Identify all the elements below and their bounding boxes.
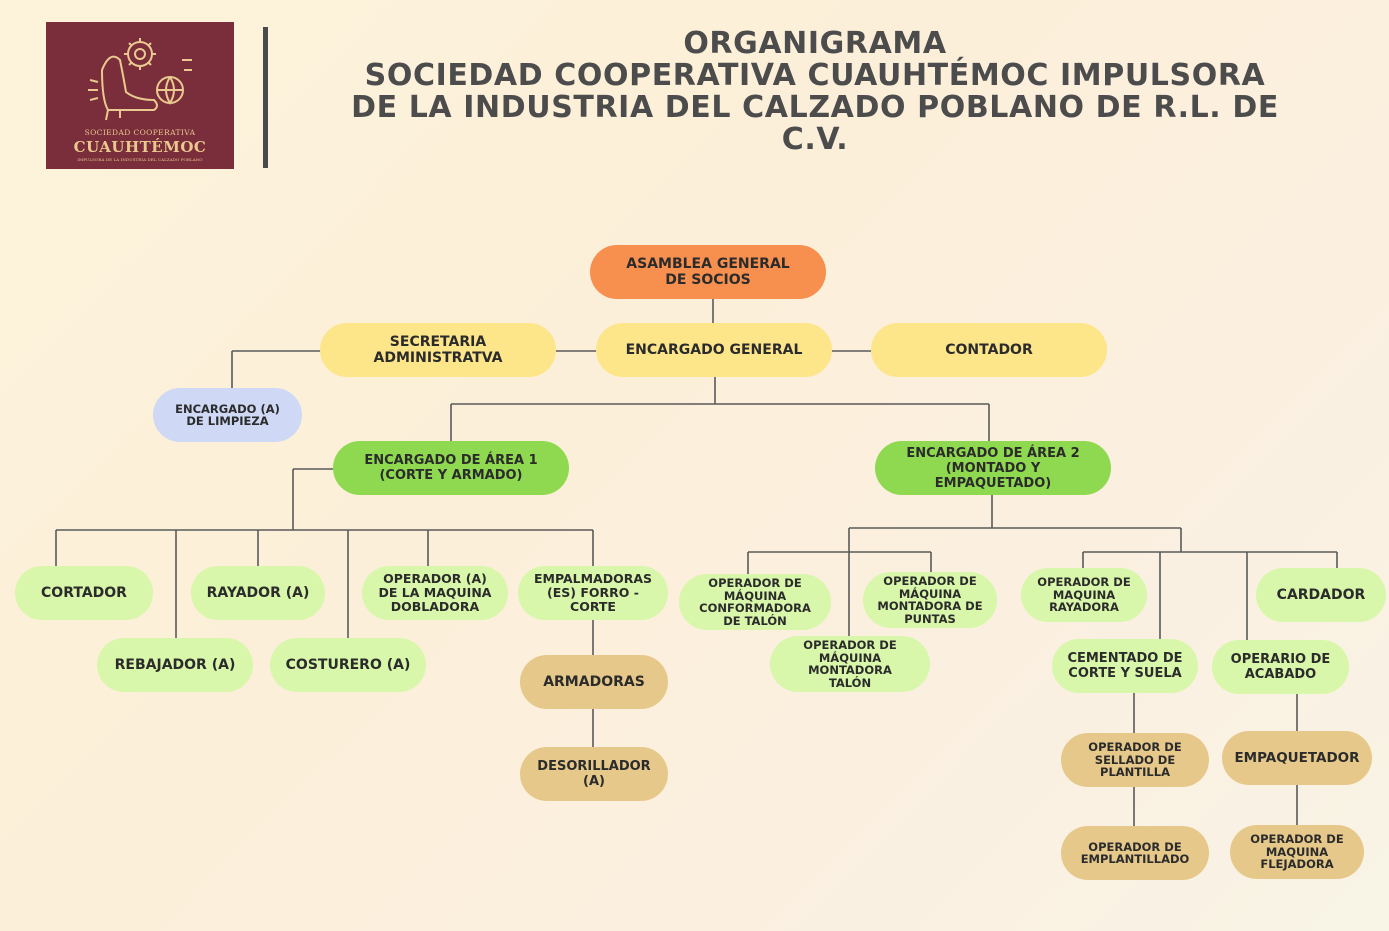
node-asamblea: ASAMBLEA GENERAL DE SOCIOS bbox=[590, 245, 826, 299]
node-limpieza: ENCARGADO (A) DE LIMPIEZA bbox=[153, 388, 302, 442]
title-line2: SOCIEDAD COOPERATIVA CUAUHTÉMOC IMPULSOR… bbox=[364, 58, 1266, 93]
node-empalmadoras: EMPALMADORAS (ES) FORRO - CORTE bbox=[518, 566, 668, 620]
node-desorillador: DESORILLADOR (A) bbox=[520, 747, 668, 801]
node-rayadora: OPERADOR DE MAQUINA RAYADORA bbox=[1021, 568, 1147, 622]
node-conformadora: OPERADOR DE MÁQUINA CONFORMADORA DE TALÓ… bbox=[679, 574, 831, 630]
node-empaquetador: EMPAQUETADOR bbox=[1222, 731, 1372, 785]
node-rebajador: REBAJADOR (A) bbox=[97, 638, 253, 692]
node-armadoras: ARMADORAS bbox=[520, 655, 668, 709]
node-sellado: OPERADOR DE SELLADO DE PLANTILLA bbox=[1061, 733, 1209, 787]
page-title: ORGANIGRAMA SOCIEDAD COOPERATIVA CUAUHTÉ… bbox=[295, 28, 1335, 156]
node-operador-dobladora: OPERADOR (A) DE LA MAQUINA DOBLADORA bbox=[362, 566, 508, 620]
title-line1: ORGANIGRAMA bbox=[683, 26, 947, 61]
node-costurero: COSTURERO (A) bbox=[270, 638, 426, 692]
title-line3: DE LA INDUSTRIA DEL CALZADO POBLANO DE R… bbox=[351, 90, 1279, 125]
node-area2: ENCARGADO DE ÁREA 2 (MONTADO Y EMPAQUETA… bbox=[875, 441, 1111, 495]
cooperative-logo: SOCIEDAD COOPERATIVA CUAUHTÉMOC IMPULSOR… bbox=[46, 22, 234, 169]
title-line4: C.V. bbox=[781, 122, 849, 157]
logo-line2: CUAUHTÉMOC bbox=[73, 138, 207, 156]
header-divider bbox=[263, 27, 268, 168]
node-area1: ENCARGADO DE ÁREA 1 (CORTE Y ARMADO) bbox=[333, 441, 569, 495]
node-cardador: CARDADOR bbox=[1256, 568, 1386, 622]
node-emplantillado: OPERADOR DE EMPLANTILLADO bbox=[1061, 826, 1209, 880]
node-acabado: OPERARIO DE ACABADO bbox=[1212, 640, 1349, 694]
node-cementado: CEMENTADO DE CORTE Y SUELA bbox=[1052, 639, 1198, 693]
logo-line3: IMPULSORA DE LA INDUSTRIA DEL CALZADO PO… bbox=[77, 157, 203, 162]
node-flejadora: OPERADOR DE MAQUINA FLEJADORA bbox=[1230, 825, 1364, 879]
logo-line1: SOCIEDAD COOPERATIVA bbox=[84, 128, 196, 137]
node-contador: CONTADOR bbox=[871, 323, 1107, 377]
node-cortador: CORTADOR bbox=[15, 566, 153, 620]
node-montadora-talon: OPERADOR DE MÁQUINA MONTADORA TALÓN bbox=[770, 636, 930, 692]
node-encargado-general: ENCARGADO GENERAL bbox=[596, 323, 832, 377]
node-rayador: RAYADOR (A) bbox=[191, 566, 325, 620]
node-secretaria: SECRETARIA ADMINISTRATVA bbox=[320, 323, 556, 377]
shoe-gear-globe-emblem-icon bbox=[88, 38, 192, 121]
node-montadora-puntas: OPERADOR DE MÁQUINA MONTADORA DE PUNTAS bbox=[863, 572, 997, 628]
